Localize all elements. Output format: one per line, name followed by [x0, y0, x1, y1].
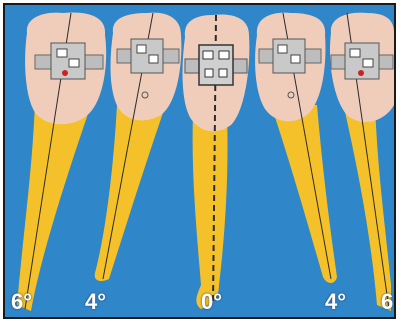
tooth-3-angle-label: 0° [201, 289, 222, 315]
tooth-1-angle-label: 6° [11, 289, 32, 315]
tooth-4-angle-label: 4° [325, 289, 346, 315]
diagram-frame: 6° 4° 0° 4° 6 [3, 3, 396, 319]
tooth-5-angle-label: 6 [381, 289, 393, 315]
tooth-2-angle-label: 4° [85, 289, 106, 315]
teeth-diagram [5, 5, 394, 317]
